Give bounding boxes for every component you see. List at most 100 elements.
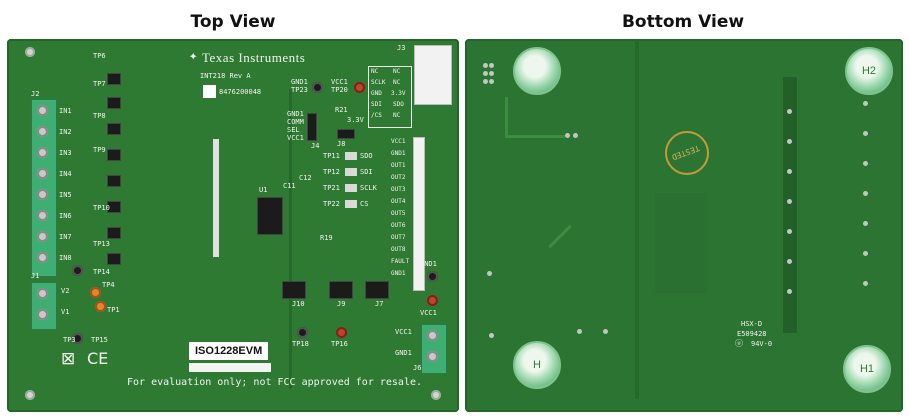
spi-label: SDI <box>360 168 373 176</box>
mounting-hole <box>431 390 441 400</box>
spi-label: SDO <box>360 152 373 160</box>
channel-ic <box>107 73 121 85</box>
spi-pad <box>345 152 357 160</box>
j7-header <box>365 281 389 299</box>
c12-label: C12 <box>299 174 312 182</box>
serial-number: 8476200048 <box>219 88 262 96</box>
brand-logo-text: Texas Instruments <box>202 50 306 65</box>
j9-header <box>329 281 353 299</box>
tp-label: TP1 <box>107 306 120 314</box>
input-label: IN7 <box>59 233 72 241</box>
tp-label: TP12 <box>323 168 340 176</box>
3v3-label: 3.3V <box>347 116 364 124</box>
spi-pad <box>345 168 357 176</box>
tp-label: TP11 <box>323 152 340 160</box>
j8-label: J8 <box>337 140 346 148</box>
test-point <box>90 287 101 298</box>
v1-label: V1 <box>61 308 70 316</box>
test-point <box>336 327 347 338</box>
blank-label <box>189 363 271 372</box>
terminal-screw <box>37 105 48 116</box>
input-label: IN2 <box>59 128 72 136</box>
spi-pad <box>345 184 357 192</box>
main-ic <box>257 197 283 235</box>
pcb-marking: E509428 <box>737 330 767 338</box>
tp-label: TP4 <box>102 281 115 289</box>
pcb-marking: 94V-0 <box>751 340 773 348</box>
gnd-label: GND1 <box>395 349 412 357</box>
output-label: OUT5 <box>391 210 406 217</box>
j9-label: J9 <box>337 300 346 308</box>
terminal-screw <box>37 126 48 137</box>
copper-trace <box>505 97 508 137</box>
copper-pour <box>655 193 707 293</box>
output-label: VCC1 <box>391 138 406 145</box>
output-label: OUT3 <box>391 186 406 193</box>
tp-label: TP15 <box>91 336 108 344</box>
mounting-standoff-icon <box>513 47 561 95</box>
channel-ic <box>107 175 121 187</box>
test-point <box>312 82 323 93</box>
terminal-screw <box>37 309 48 320</box>
weee-bin-icon: ⊠ <box>61 349 76 369</box>
tp-label: TP10 <box>93 204 110 212</box>
channel-ic <box>107 97 121 109</box>
tp-label: TP16 <box>331 340 348 348</box>
mounting-standoff-icon: H <box>513 341 561 389</box>
v2-label: V2 <box>61 287 70 295</box>
pcb-marking: HSX-D <box>741 320 763 328</box>
pcb-bottom-photo: H2 H H1 TESTED HSX-D E509428 94V-0 ⓤ <box>465 39 903 412</box>
test-point <box>72 265 83 276</box>
vcc-label: VCC1 <box>287 134 304 142</box>
r19-label: R19 <box>320 234 333 242</box>
terminal-screw <box>37 168 48 179</box>
output-label: GND1 <box>391 270 406 277</box>
j8-header <box>337 129 355 139</box>
output-label: OUT2 <box>391 174 406 181</box>
test-point <box>95 301 106 312</box>
output-header <box>413 137 425 291</box>
mounting-hole <box>25 390 35 400</box>
test-point <box>427 295 438 306</box>
fcc-disclaimer: For evaluation only; not FCC approved fo… <box>127 377 423 388</box>
tp-label: TP6 <box>93 52 106 60</box>
j3-pin-table: NC NC SCLK NC GND 3.3V SDI SDO /CS NC <box>368 66 412 128</box>
terminal-screw <box>37 147 48 158</box>
u1-label: U1 <box>259 186 268 194</box>
output-label: OUT6 <box>391 222 406 229</box>
test-point <box>427 271 438 282</box>
output-label: GND1 <box>391 150 406 157</box>
capacitor-column <box>213 139 219 257</box>
spi-pad <box>345 200 357 208</box>
ce-mark-icon: CE <box>87 349 109 368</box>
ul-logo-icon: ⓤ <box>735 339 743 348</box>
sel-label: SEL <box>287 126 300 134</box>
tp-label: TP22 <box>323 200 340 208</box>
comm-label: COMM <box>287 118 304 126</box>
pcb-top-photo: Texas Instruments ✦ INT218 Rev A 8476200… <box>7 39 459 412</box>
gnd-label: GND1 <box>420 260 437 268</box>
board-revision: INT218 Rev A <box>200 72 251 80</box>
input-label: IN6 <box>59 212 72 220</box>
qr-code-icon <box>203 85 216 98</box>
tp-label: TP9 <box>93 146 106 154</box>
tp-label: TP13 <box>93 240 110 248</box>
mounting-standoff-icon: H2 <box>845 47 893 95</box>
r21-label: R21 <box>335 106 348 114</box>
channel-ic <box>107 123 121 135</box>
gnd-label: GND1 <box>291 78 308 86</box>
spi-label: SCLK <box>360 184 377 192</box>
output-label: OUT8 <box>391 246 406 253</box>
terminal-screw <box>37 288 48 299</box>
standoff-label: H2 <box>861 65 877 77</box>
test-point <box>297 327 308 338</box>
tp-label: TP7 <box>93 80 106 88</box>
test-point <box>72 333 83 344</box>
tp-label: TP14 <box>93 268 110 276</box>
input-label: IN5 <box>59 191 72 199</box>
input-label: IN3 <box>59 149 72 157</box>
tp-label: TP18 <box>292 340 309 348</box>
j6-label: J6 <box>413 364 422 372</box>
input-label: IN4 <box>59 170 72 178</box>
input-label: IN8 <box>59 254 72 262</box>
